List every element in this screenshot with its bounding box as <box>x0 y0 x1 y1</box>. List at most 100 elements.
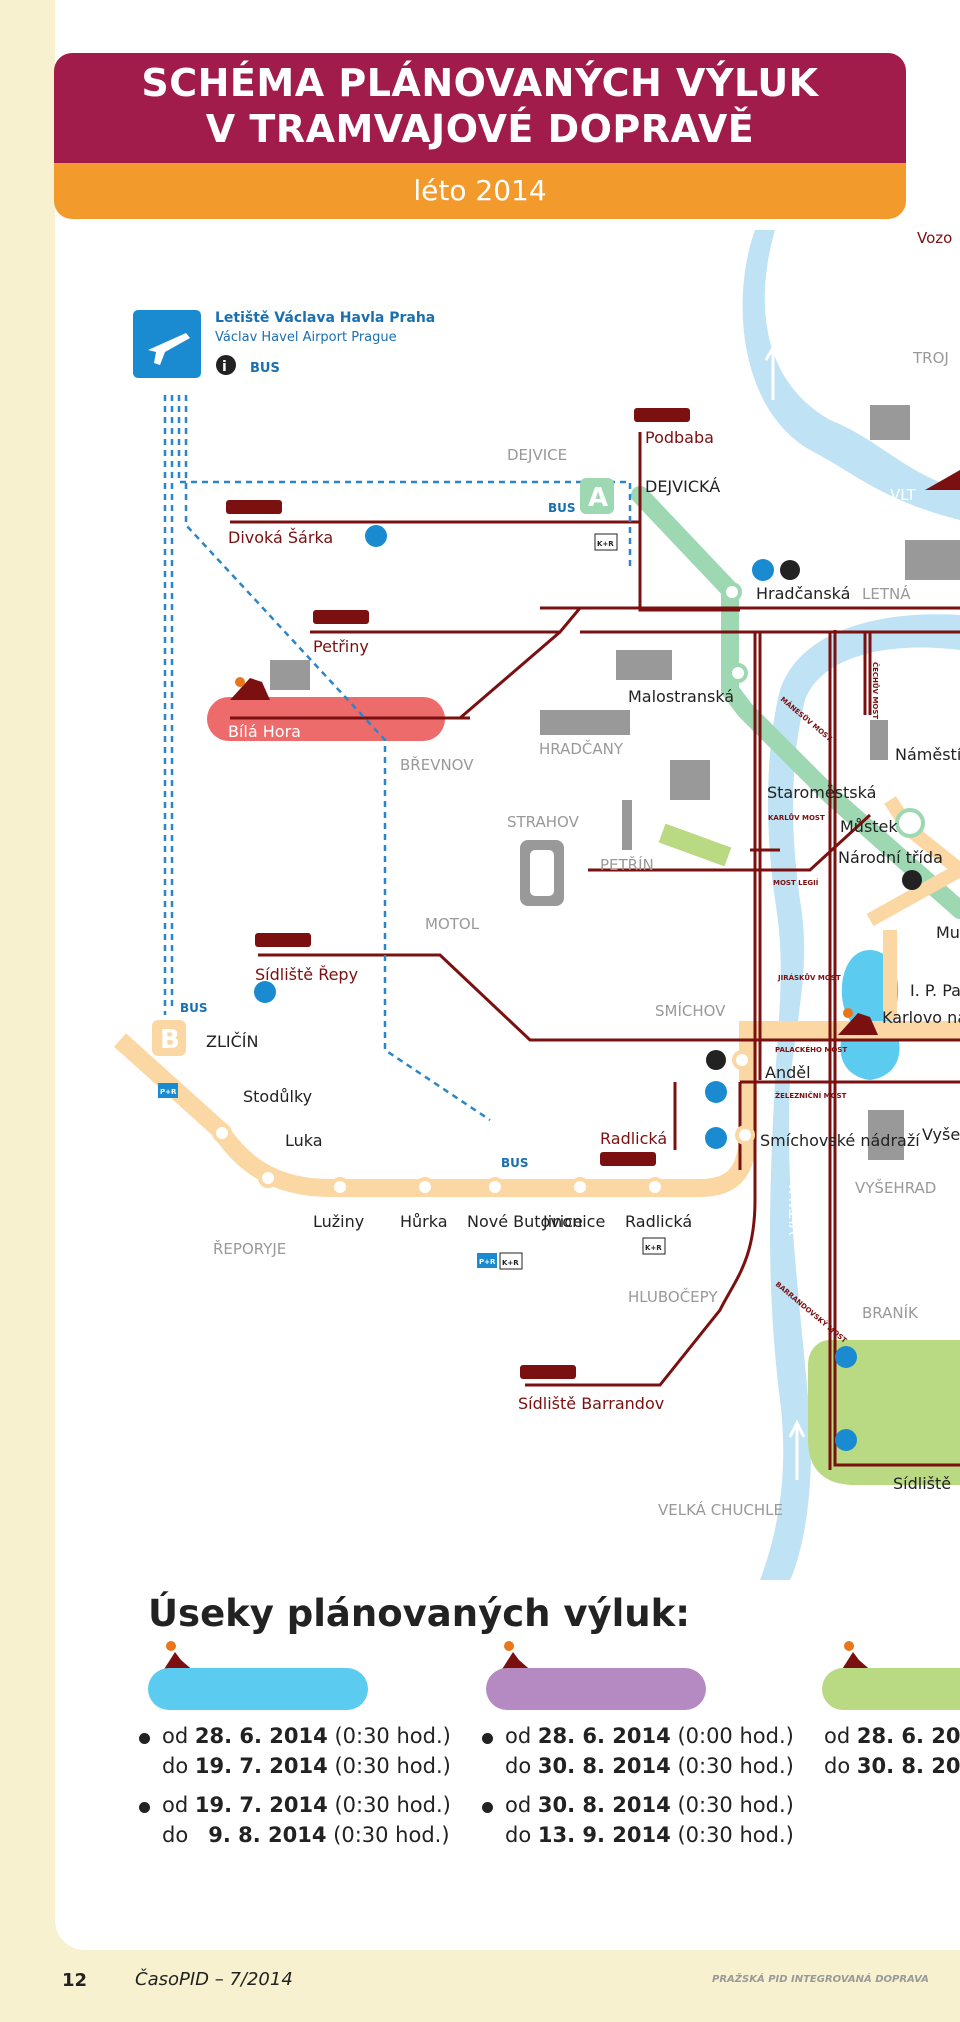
stop-luka: Luka <box>285 1131 323 1150</box>
metro-line-a <box>631 486 960 919</box>
stop-narodni-trida: Národní třída <box>838 848 943 867</box>
district-branik: BRANÍK <box>862 1303 919 1322</box>
metro-a-badge <box>580 478 614 514</box>
legend-purple-entry-2-line-1: od 30. 8. 2014 (0:30 hod.) <box>505 1793 794 1817</box>
stop-smichovske-nadrazi: Smíchovské nádraží <box>760 1131 920 1150</box>
stop-jinonice: Jinonice <box>542 1212 605 1231</box>
bus-label-dejvicka: BUS <box>548 501 576 515</box>
bullet <box>139 1802 150 1813</box>
stop-sidliste-repy: Sídliště Řepy <box>255 965 358 984</box>
stop-petriny: Petřiny <box>313 637 369 656</box>
title-banner: SCHÉMA PLÁNOVANÝCH VÝLUK V TRAMVAJOVÉ DO… <box>54 53 906 163</box>
stop-hurka: Hůrka <box>400 1212 448 1231</box>
stop-karlovo-namesti: Karlovo náměstí <box>882 1008 960 1027</box>
river-label: VLTAVA <box>786 1181 804 1235</box>
svg-text:K+R: K+R <box>597 540 614 548</box>
district-smichov: SMÍCHOV <box>655 1001 726 1020</box>
river-vltava <box>742 230 960 520</box>
stop-sidliste-right: Sídliště <box>893 1474 951 1493</box>
bus-lines <box>163 395 632 1122</box>
legend-purple-entry-2-line-2: do 13. 9. 2014 (0:30 hod.) <box>505 1823 794 1847</box>
legend-blue-entry-1-line-2: do 19. 7. 2014 (0:30 hod.) <box>162 1754 451 1778</box>
district-brevnov: BŘEVNOV <box>400 755 474 774</box>
stop-luziny: Lužiny <box>313 1212 364 1231</box>
river-label-top: VLT <box>890 486 917 504</box>
kr-badge-butovice <box>499 1252 523 1270</box>
bullet <box>482 1733 493 1744</box>
metro-b-letter: B <box>160 1025 180 1055</box>
tram-map: VLTAVA VLT <box>113 229 960 1580</box>
stop-mu: Mu <box>936 923 960 942</box>
magazine-name: ČasoPID – 7/2014 <box>135 1969 293 1990</box>
river-arrow-bottom <box>788 1419 806 1480</box>
stop-podbaba: Podbaba <box>645 428 714 447</box>
svg-text:P+R: P+R <box>479 1258 496 1266</box>
district-vozovna: Vozo <box>917 229 952 247</box>
stop-namesti-republiky: Náměstí Republiky <box>895 745 960 764</box>
info-icon <box>216 355 236 375</box>
district-motol: MOTOL <box>425 915 480 933</box>
district-dejvice: DEJVICE <box>507 446 567 464</box>
page-number: 12 <box>62 1970 88 1991</box>
page-paper <box>55 0 960 1950</box>
district-vysehrad: VYŠEHRAD <box>855 1178 936 1197</box>
stop-staromestska: Staroměstská <box>767 783 876 802</box>
kr-badge-radlicka <box>642 1237 666 1255</box>
legend-green-clip: od 28. 6. 2014 do 30. 8. 2014 <box>822 1715 960 1795</box>
metro-line-c <box>866 863 960 1020</box>
kr-badge <box>594 533 618 551</box>
metro-a-letter: A <box>588 483 608 513</box>
river-vltava-main <box>760 614 960 1580</box>
legend-bar-green <box>822 1668 960 1710</box>
legend-blue-entry-2-line-1: od 19. 7. 2014 (0:30 hod.) <box>162 1793 451 1817</box>
district-letna: LETNÁ <box>862 584 911 603</box>
district-hlubocepy: HLUBOČEPY <box>628 1287 718 1306</box>
stop-zlicin: ZLIČÍN <box>206 1032 258 1051</box>
legend-purple-entry-1-line-2: do 30. 8. 2014 (0:30 hod.) <box>505 1754 794 1778</box>
train-s-icons <box>254 525 857 1451</box>
stop-radlicka-top: Radlická <box>600 1129 667 1148</box>
bridge-zeleznicni: ŽELEZNIČNÍ MOST <box>775 1091 847 1100</box>
district-petrin: PETŘÍN <box>600 855 654 874</box>
legend-purple-entry-1-line-1: od 28. 6. 2014 (0:00 hod.) <box>505 1724 794 1748</box>
worker-icons <box>230 470 960 1035</box>
svg-text:P+R: P+R <box>160 1088 177 1096</box>
stop-malostranska: Malostranská <box>628 687 734 706</box>
landmark-icons <box>270 405 960 1160</box>
bus-label-butovice: BUS <box>501 1156 529 1170</box>
airport-bus: BUS <box>250 361 280 376</box>
stop-andel: Anděl <box>765 1063 811 1082</box>
legend-green-line-2: do 30. 8. 2014 <box>824 1754 960 1778</box>
stop-ip-pavlova: I. P. Pa <box>910 981 960 1000</box>
subtitle-banner: léto 2014 <box>54 163 906 219</box>
legend-bar-blue <box>148 1668 368 1710</box>
svg-text:K+R: K+R <box>502 1259 519 1267</box>
pr-badge <box>158 1083 178 1098</box>
stop-nove-butovice: Nové Butovice <box>467 1212 583 1231</box>
stop-mustek: Můstek <box>840 817 898 836</box>
tram-icons <box>226 408 690 1379</box>
funicular-icon <box>658 823 732 867</box>
brand-logo: PRAŽSKÁ PID INTEGROVANÁ DOPRAVA <box>712 1974 929 1985</box>
river-arrow-top <box>764 345 782 400</box>
plane-icon <box>148 333 190 365</box>
legend-blue-entry-2-line-2: do 9. 8. 2014 (0:30 hod.) <box>162 1823 450 1847</box>
stop-stodulky: Stodůlky <box>243 1087 312 1106</box>
svg-text:K+R: K+R <box>645 1244 662 1252</box>
title-line-1: SCHÉMA PLÁNOVANÝCH VÝLUK <box>141 61 819 105</box>
airport-name-en: Václav Havel Airport Prague <box>215 330 397 345</box>
legend-blue-entry-1-line-1: od 28. 6. 2014 (0:30 hod.) <box>162 1724 451 1748</box>
district-velka-chuchle: VELKÁ CHUCHLE <box>658 1500 783 1519</box>
bridge-cechuv: ČECHŮV MOST <box>871 662 880 719</box>
bridge-jiraskuv: JIRÁSKŮV MOST <box>777 973 841 982</box>
district-zoo: ZOO <box>880 417 907 431</box>
bullet <box>482 1802 493 1813</box>
stop-vyse: Vyše <box>922 1125 960 1144</box>
airport-name: Letiště Václava Havla Praha <box>215 310 435 326</box>
title-line-2: V TRAMVAJOVÉ DOPRAVĚ <box>205 107 755 151</box>
tram-lines <box>230 432 960 1470</box>
stadium-field <box>530 850 554 896</box>
bullet <box>139 1733 150 1744</box>
metro-a-stations <box>722 582 925 838</box>
bridge-palackeho: PALACKÉHO MOST <box>775 1045 847 1054</box>
